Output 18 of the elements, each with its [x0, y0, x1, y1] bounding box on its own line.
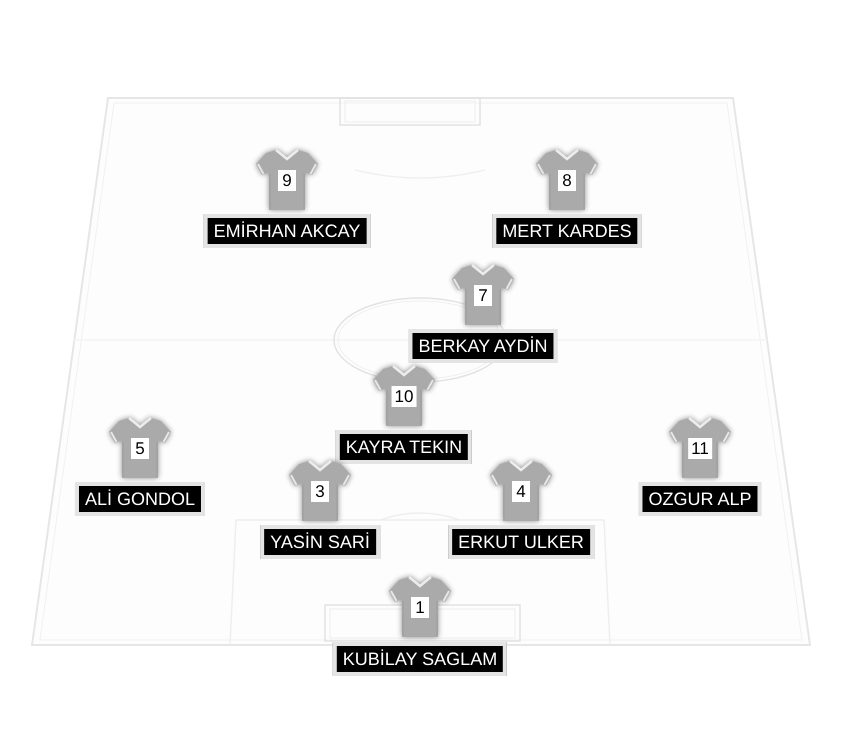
- jersey-number: 4: [512, 481, 530, 502]
- player-name-label: EMİRHAN AKCAY: [204, 214, 370, 248]
- player-name-label: KAYRA TEKIN: [336, 430, 472, 464]
- player-name-label: YASİN SARİ: [260, 525, 380, 559]
- player-name-label: ALİ GONDOL: [74, 482, 206, 516]
- jersey-number: 11: [688, 438, 712, 459]
- player-name-label: BERKAY AYDİN: [408, 329, 558, 363]
- jersey-number: 9: [278, 170, 296, 191]
- jersey-number: 7: [474, 285, 492, 306]
- player-name-label: KUBİLAY SAGLAM: [332, 642, 508, 676]
- player-name-label: MERT KARDES: [492, 214, 642, 248]
- player-name-label: OZGUR ALP: [638, 482, 762, 516]
- player-name-label: ERKUT ULKER: [448, 525, 594, 559]
- jersey-number: 8: [558, 170, 576, 191]
- jersey-number: 5: [131, 438, 149, 459]
- jersey-number: 3: [311, 481, 329, 502]
- jersey-number: 1: [411, 597, 429, 618]
- jersey-number: 10: [392, 386, 416, 407]
